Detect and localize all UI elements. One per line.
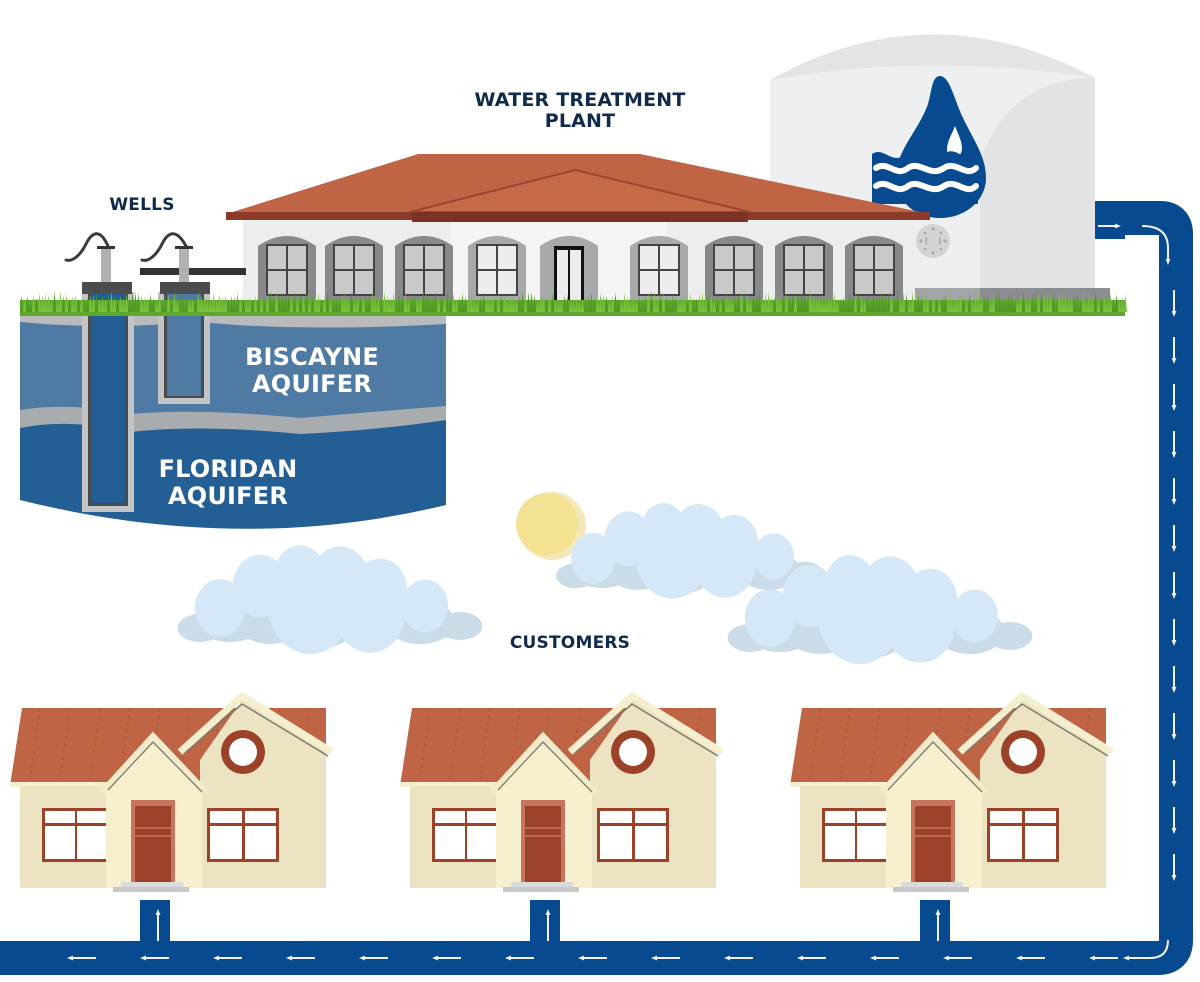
well-connector-pipe	[140, 268, 246, 275]
plant-window	[775, 236, 833, 300]
label-line: FLORIDAN	[158, 455, 298, 483]
house	[400, 691, 724, 959]
water-drop-waves-icon	[872, 76, 986, 218]
well-deep	[64, 232, 134, 512]
tank-hatch-icon	[916, 224, 950, 258]
distribution-pipe	[0, 201, 1193, 975]
plant-door	[540, 236, 598, 300]
service-pipe	[530, 900, 560, 944]
cloud-icon	[177, 545, 483, 654]
cloud-icon	[555, 502, 825, 599]
well-pump-handle-icon	[64, 232, 110, 262]
plant-window	[395, 236, 453, 300]
well-pump-handle-icon	[140, 232, 188, 262]
house-steps	[121, 882, 183, 887]
house-steps	[511, 882, 573, 887]
floridan-aquifer-label: FLORIDAN AQUIFER	[138, 456, 318, 510]
wells-label: WELLS	[109, 195, 175, 215]
cloud-icon	[727, 555, 1033, 664]
arrow-left-icon	[1123, 939, 1169, 961]
house	[10, 691, 334, 959]
water-treatment-plant-label: WATER TREATMENT PLANT	[440, 89, 720, 133]
plant-window	[845, 236, 903, 300]
label-line: BISCAYNE	[245, 343, 379, 371]
service-pipe	[920, 900, 950, 944]
biscayne-aquifer-label: BISCAYNE AQUIFER	[222, 344, 402, 398]
arrow-down-icon	[1141, 225, 1171, 265]
label-line: AQUIFER	[251, 369, 373, 398]
house	[790, 691, 1114, 959]
service-pipe	[140, 900, 170, 944]
label-line: WATER TREATMENT	[474, 89, 686, 111]
plant-window	[325, 236, 383, 300]
sun-icon	[516, 492, 586, 560]
customers-label: CUSTOMERS	[509, 633, 631, 653]
plant-window	[468, 236, 526, 300]
label-line: PLANT	[544, 110, 616, 133]
plant-window	[630, 236, 688, 300]
plant-window	[258, 236, 316, 300]
plant-window	[705, 236, 763, 300]
label-line: AQUIFER	[167, 481, 289, 510]
water-treatment-plant	[226, 154, 930, 304]
house-steps	[901, 882, 963, 887]
grass	[20, 290, 1127, 316]
